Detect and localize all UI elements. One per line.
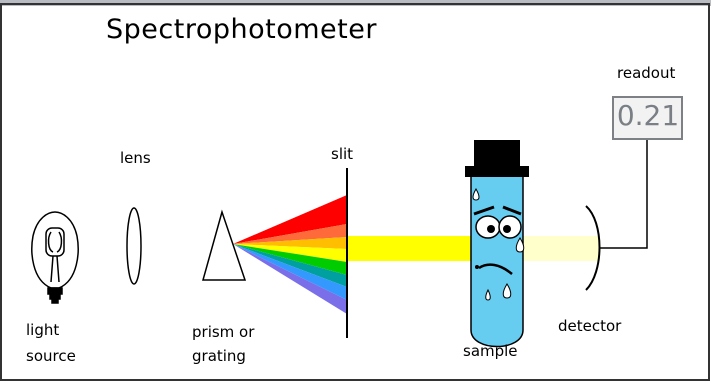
source-label: source bbox=[26, 347, 76, 365]
transmitted-beam bbox=[510, 236, 600, 261]
detector-label: detector bbox=[558, 317, 622, 335]
slit-label: slit bbox=[331, 145, 354, 163]
readout-value: 0.21 bbox=[616, 99, 680, 132]
light-bulb-icon bbox=[31, 211, 79, 304]
diagram-title: Spectrophotometer bbox=[106, 14, 377, 45]
diagram-frame bbox=[0, 3, 710, 381]
grating-label: grating bbox=[192, 347, 246, 365]
light-label: light bbox=[26, 321, 60, 339]
spectrum-fan bbox=[233, 195, 347, 314]
lens-label: lens bbox=[120, 149, 151, 167]
sample-label: sample bbox=[463, 342, 518, 360]
lens-icon bbox=[126, 207, 142, 285]
signal-wire bbox=[600, 140, 648, 249]
prism-icon bbox=[202, 209, 247, 281]
readout-label: readout bbox=[617, 64, 676, 82]
prism-label: prism or bbox=[192, 323, 255, 341]
test-tube-face-icon bbox=[465, 140, 529, 348]
detector-icon bbox=[585, 205, 601, 291]
readout-display bbox=[612, 96, 683, 140]
